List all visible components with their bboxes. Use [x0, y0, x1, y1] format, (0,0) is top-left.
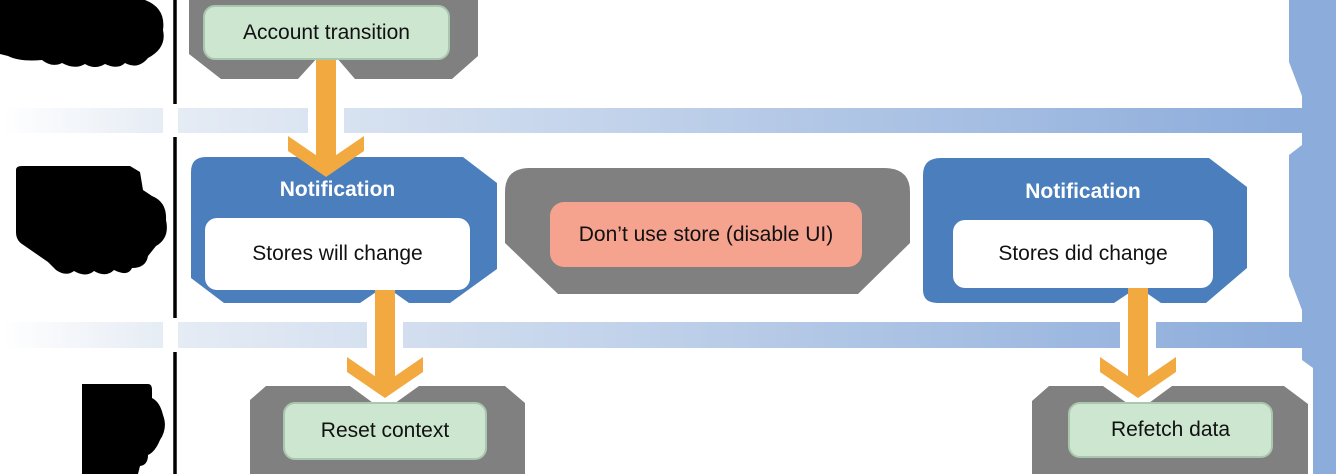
redacted-lane-label-bottom [82, 384, 165, 474]
node-stores-will-change: Stores will change [205, 218, 470, 290]
node-account-transition: Account transition [203, 5, 450, 60]
node-label: Don’t use store (disable UI) [578, 222, 834, 246]
node-label: Stores did change [998, 242, 1168, 265]
arrow-didchange-to-refetch [1100, 287, 1176, 398]
node-reset-context: Reset context [283, 402, 487, 460]
notification-title-did: Notification [1025, 180, 1141, 203]
node-refetch-data: Refetch data [1068, 402, 1273, 458]
node-dont-use-store: Don’t use store (disable UI) [550, 202, 862, 267]
node-label: Refetch data [1110, 418, 1231, 441]
band-gap [163, 104, 178, 137]
node-label: Reset context [320, 419, 450, 442]
node-stores-did-change: Stores did change [953, 220, 1213, 288]
arrow-willchange-to-reset [347, 288, 423, 398]
band-gap [163, 318, 178, 352]
redacted-lane-label-top [0, 0, 164, 67]
arrow-account-to-notification [288, 50, 364, 177]
timeline-band-top [6, 108, 1336, 133]
node-label: Account transition [243, 20, 410, 44]
node-label: Stores will change [252, 242, 423, 265]
timeline-band-bottom [6, 322, 1336, 348]
redacted-lane-label-middle [16, 166, 167, 275]
timeline-bar-right [1289, 0, 1336, 474]
notification-title-will: Notification [279, 178, 396, 201]
